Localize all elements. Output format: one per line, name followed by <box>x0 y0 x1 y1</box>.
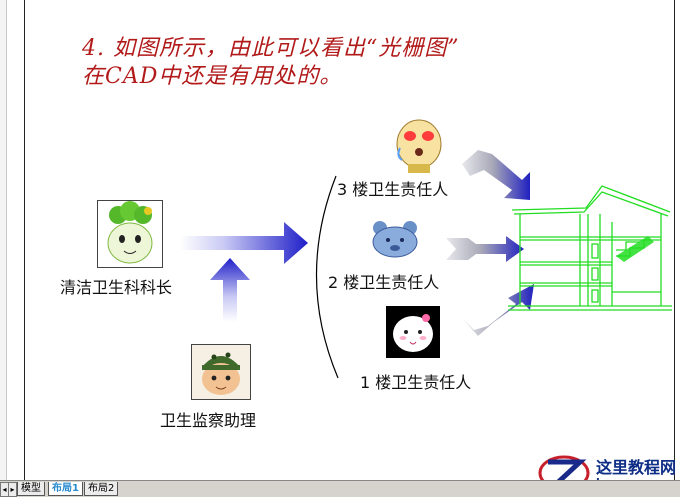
label-chief: 清洁卫生科科长 <box>60 278 173 297</box>
arrow-floor3 <box>462 150 530 200</box>
cabbage-avatar-icon <box>107 201 153 264</box>
diagram-graphics <box>180 150 672 379</box>
pink-face-icon <box>386 306 440 358</box>
label-floor3: 3 楼卫生责任人 <box>337 180 449 199</box>
arrow-assistant-to-chief <box>210 258 250 322</box>
stair-fill <box>616 236 654 262</box>
scroll-gutter <box>0 0 7 480</box>
avatar-floor2 <box>370 220 420 258</box>
label-assistant: 卫生监察助理 <box>160 411 257 430</box>
label-floor2: 2 楼卫生责任人 <box>328 273 440 292</box>
avatar-chief <box>97 200 163 268</box>
slide-title-line2: 在CAD中还是有用处的。 <box>82 64 343 89</box>
frame-border-right <box>674 0 675 480</box>
layout-tab-bar: ◂ ▸ 模型 布局1 布局2 <box>0 480 680 497</box>
frame-border-left <box>24 0 25 480</box>
slide-title-line1: 4. 如图所示，由此可以看出“光栅图” <box>82 36 460 61</box>
avatar-floor3 <box>392 116 446 174</box>
watermark-title: 这里教程网 <box>596 458 677 477</box>
building-drawing <box>508 185 672 311</box>
arrow-floor2 <box>446 236 524 262</box>
tab-model[interactable]: 模型 <box>17 482 45 496</box>
tab-layout2[interactable]: 布局2 <box>84 482 119 496</box>
avatar-assistant <box>191 344 251 400</box>
soldier-avatar-icon <box>192 345 250 399</box>
blue-bear-icon <box>372 221 418 258</box>
crying-face-icon <box>396 119 442 173</box>
bracket-arc <box>315 175 339 379</box>
arrow-chief-to-team <box>180 222 308 264</box>
tab-layout1[interactable]: 布局1 <box>48 482 83 496</box>
avatar-floor1 <box>386 306 440 358</box>
arrow-floor1 <box>462 284 534 336</box>
label-floor1: 1 楼卫生责任人 <box>360 373 472 392</box>
tab-scroll-last-button[interactable]: ▸ <box>8 482 17 497</box>
